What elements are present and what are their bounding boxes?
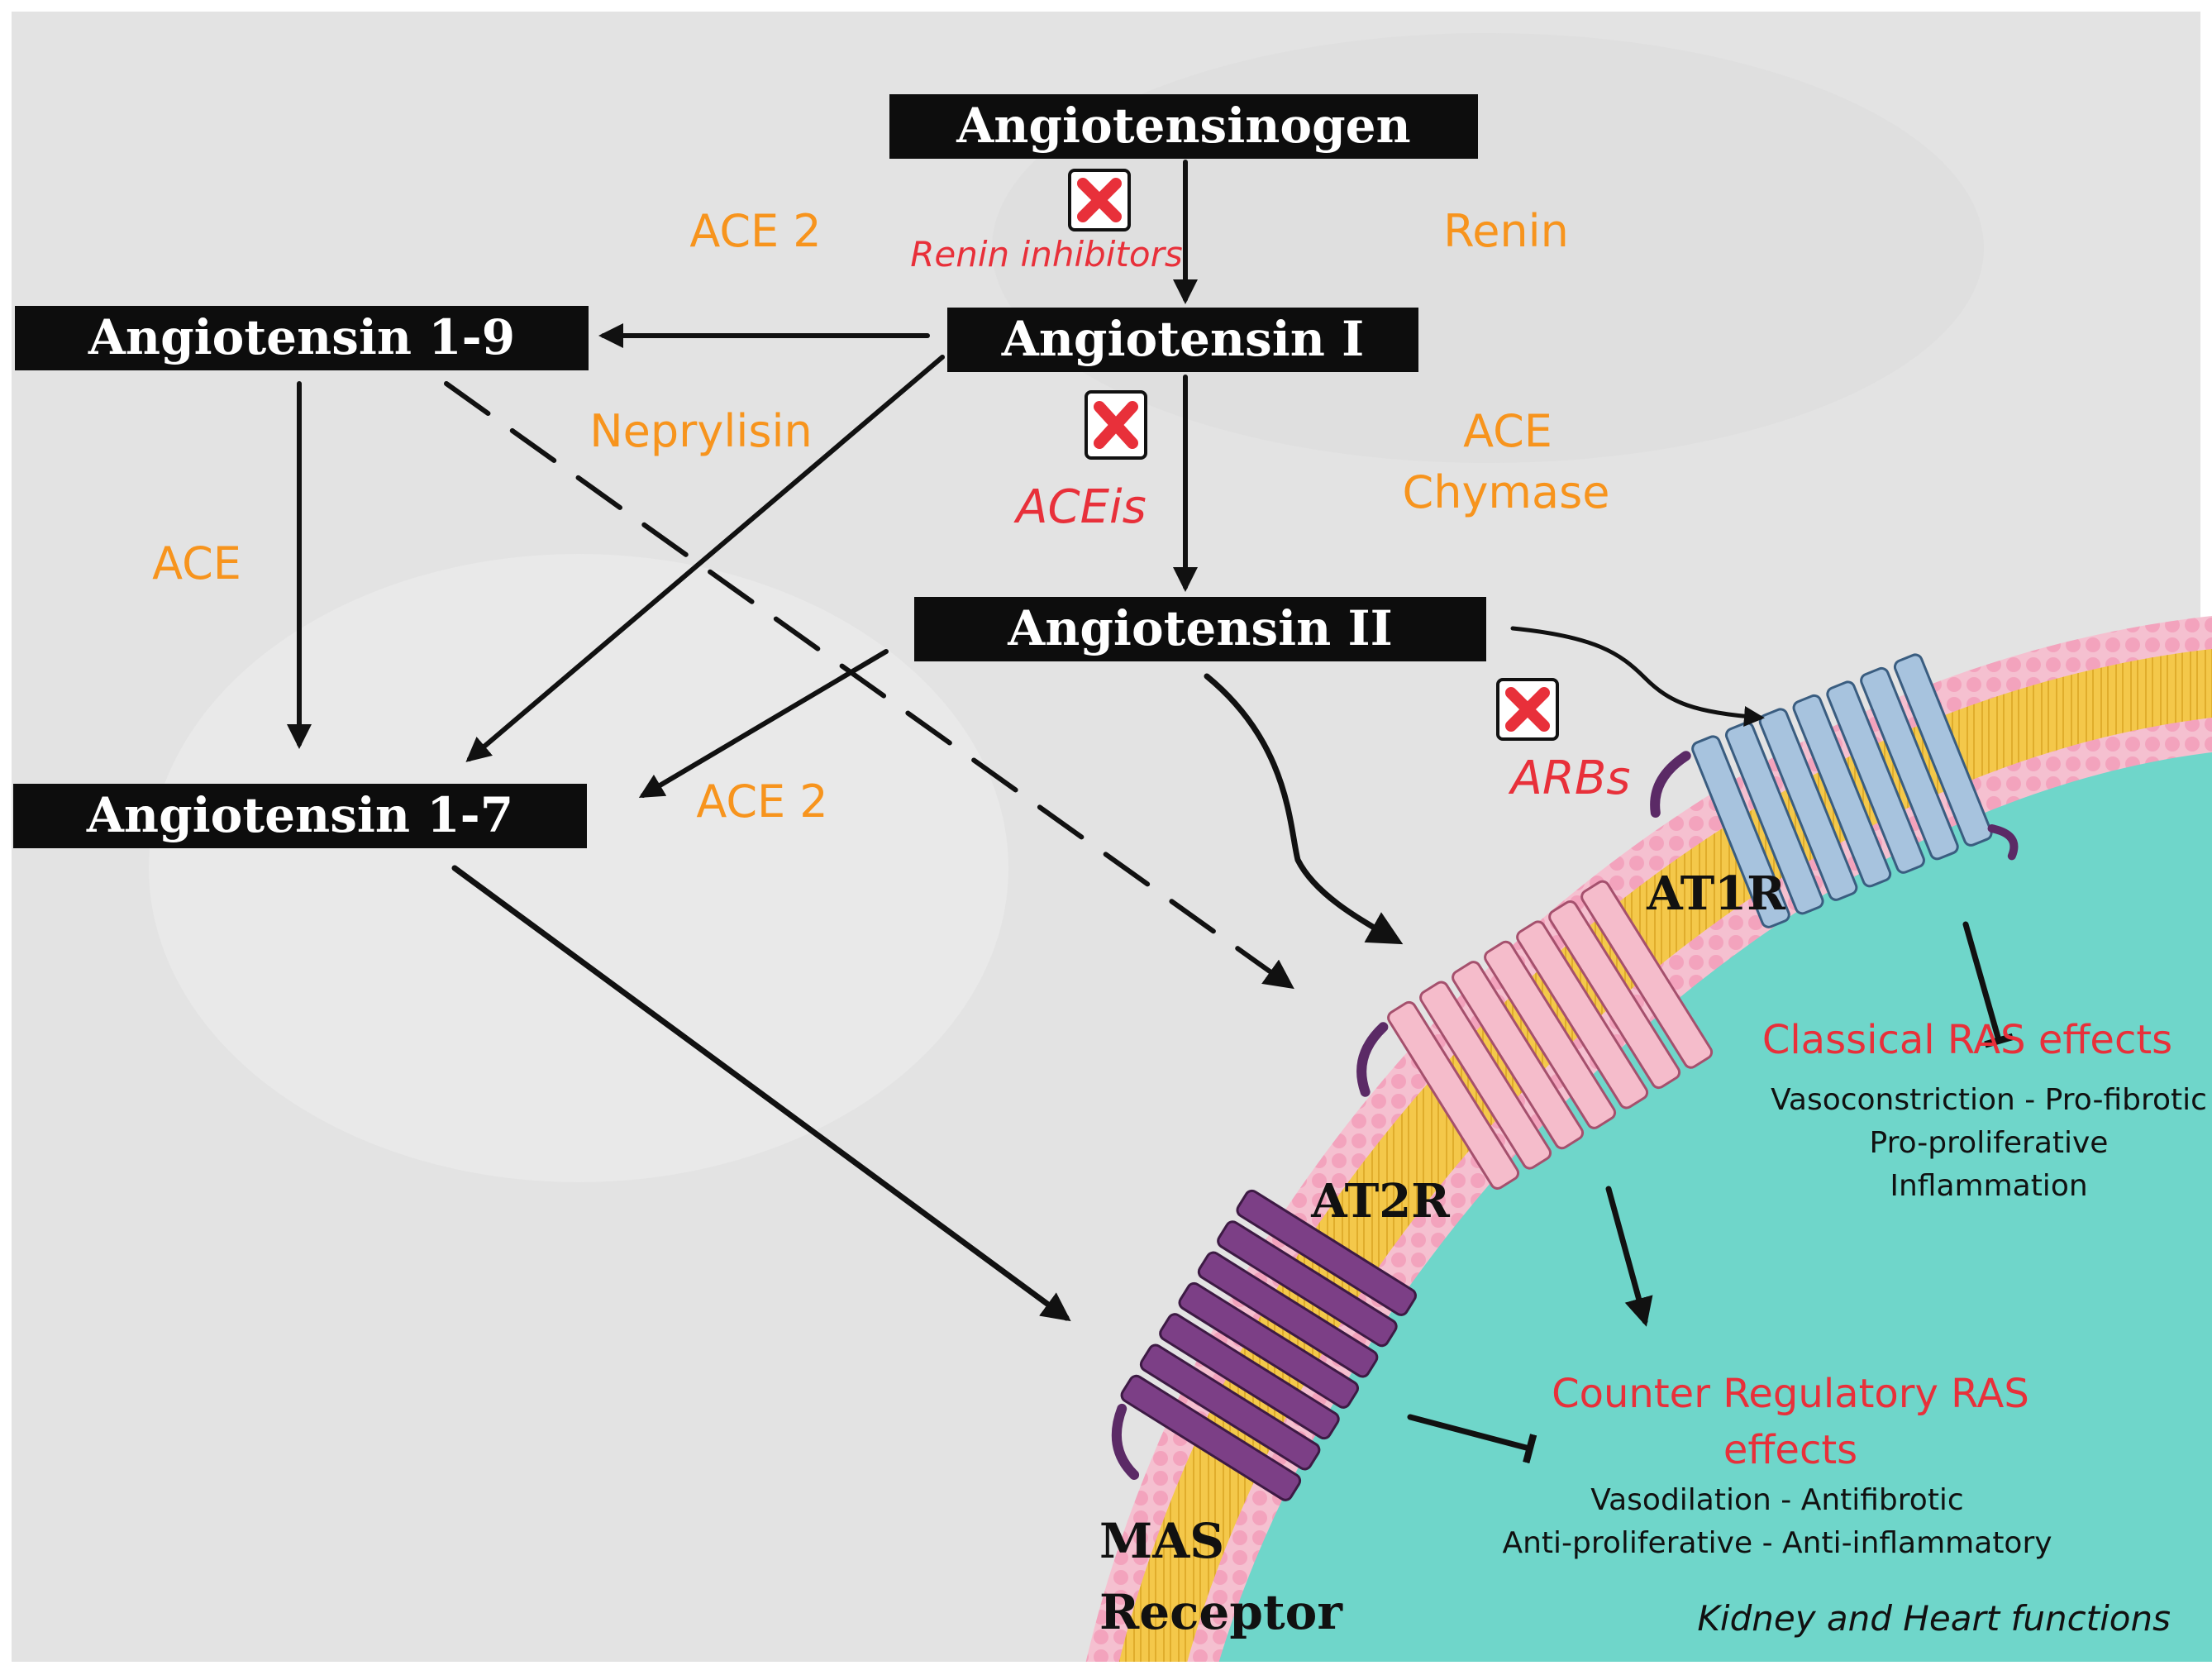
enzyme-ace2-top: ACE 2 xyxy=(689,205,821,257)
inhibitor-labels: Renin inhibitors ACEis ARBs xyxy=(910,234,1630,805)
classical-effect-line: Vasoconstriction - Pro-fibrotic xyxy=(1771,1083,2207,1117)
counter-effect-line: Vasodilation - Antifibrotic xyxy=(1590,1483,1963,1517)
classical-effect-line: Inflammation xyxy=(1890,1169,2087,1203)
receptor-at1r-label: AT1R xyxy=(1646,866,1785,921)
counter-effects-title-1: Counter Regulatory RAS xyxy=(1552,1371,2029,1417)
classical-effects-title: Classical RAS effects xyxy=(1762,1017,2172,1063)
footer-caption: Kidney and Heart functions xyxy=(1697,1598,2171,1639)
cell-interior xyxy=(1215,752,2212,1675)
arrow-ang2-to-ang17 xyxy=(638,649,889,799)
node-angiotensin-ii-label: Angiotensin II xyxy=(1007,600,1393,656)
inhibitor-arbs: ARBs xyxy=(1509,752,1631,805)
arrow-ang2-to-at1r xyxy=(1510,626,1765,727)
node-angiotensin-i: Angiotensin I xyxy=(947,308,1418,372)
arrow-ang17-to-mas xyxy=(451,865,1071,1322)
arrow-at2r-to-counter xyxy=(1605,1186,1653,1327)
node-angiotensin-1-7: Angiotensin 1-7 xyxy=(13,784,587,848)
at2r-receptor xyxy=(1356,880,1714,1190)
cell xyxy=(12,616,2212,1675)
inhibitor-aceis: ACEis xyxy=(1013,480,1147,534)
enzyme-ace-right: ACE xyxy=(1463,405,1552,457)
arrow-ang19-to-at2r-dashed xyxy=(444,381,1294,990)
node-angiotensinogen-label: Angiotensinogen xyxy=(956,98,1410,154)
node-angiotensinogen: Angiotensinogen xyxy=(889,94,1478,159)
at1r-receptor xyxy=(1650,653,2019,928)
acei-x-icon xyxy=(1085,390,1147,460)
node-angiotensin-ii: Angiotensin II xyxy=(914,597,1486,661)
receptor-mas-label-1: MAS xyxy=(1099,1513,1224,1569)
arrows xyxy=(287,160,2014,1464)
renin-inhibitor-x-icon xyxy=(1068,169,1131,231)
node-angiotensin-i-label: Angiotensin I xyxy=(1001,311,1364,367)
classical-effect-line: Pro-proliferative xyxy=(1870,1126,2109,1160)
receptor-mas-label-2: Receptor xyxy=(1099,1584,1343,1640)
enzyme-renin: Renin xyxy=(1443,205,1569,257)
counter-effects-title-2: effects xyxy=(1723,1427,1857,1473)
arrow-at1r-to-classical xyxy=(1962,921,2014,1048)
arrow-mas-to-counter xyxy=(1407,1414,1537,1464)
receptor-at2r-label: AT2R xyxy=(1310,1174,1450,1229)
enzyme-ace2-mid: ACE 2 xyxy=(696,775,827,828)
enzyme-labels: ACE 2 Renin Neprylisin ACE ACE Chymase A… xyxy=(152,205,1609,828)
arrow-ang1-to-ang17 xyxy=(465,355,945,762)
node-angiotensin-1-7-label: Angiotensin 1-7 xyxy=(86,787,513,843)
inhibitor-renin-inhibitors: Renin inhibitors xyxy=(910,234,1183,274)
enzyme-chymase: Chymase xyxy=(1403,466,1610,518)
counter-regulatory-effects: Counter Regulatory RAS effects Vasodilat… xyxy=(1502,1371,2052,1560)
enzyme-neprylisin: Neprylisin xyxy=(589,405,812,457)
mas-receptor xyxy=(1111,1189,1417,1501)
counter-effect-line: Anti-proliferative - Anti-inflammatory xyxy=(1502,1526,2052,1560)
arb-x-icon xyxy=(1496,678,1559,741)
classical-effects: Classical RAS effects Vasoconstriction -… xyxy=(1762,1017,2207,1203)
receptor-labels: AT1R AT2R MAS Receptor xyxy=(1099,866,1785,1640)
node-angiotensin-1-9: Angiotensin 1-9 xyxy=(15,306,589,370)
enzyme-ace-left: ACE xyxy=(152,537,241,589)
arrow-ang2-to-at2r xyxy=(1204,673,1404,945)
node-angiotensin-1-9-label: Angiotensin 1-9 xyxy=(88,309,515,365)
